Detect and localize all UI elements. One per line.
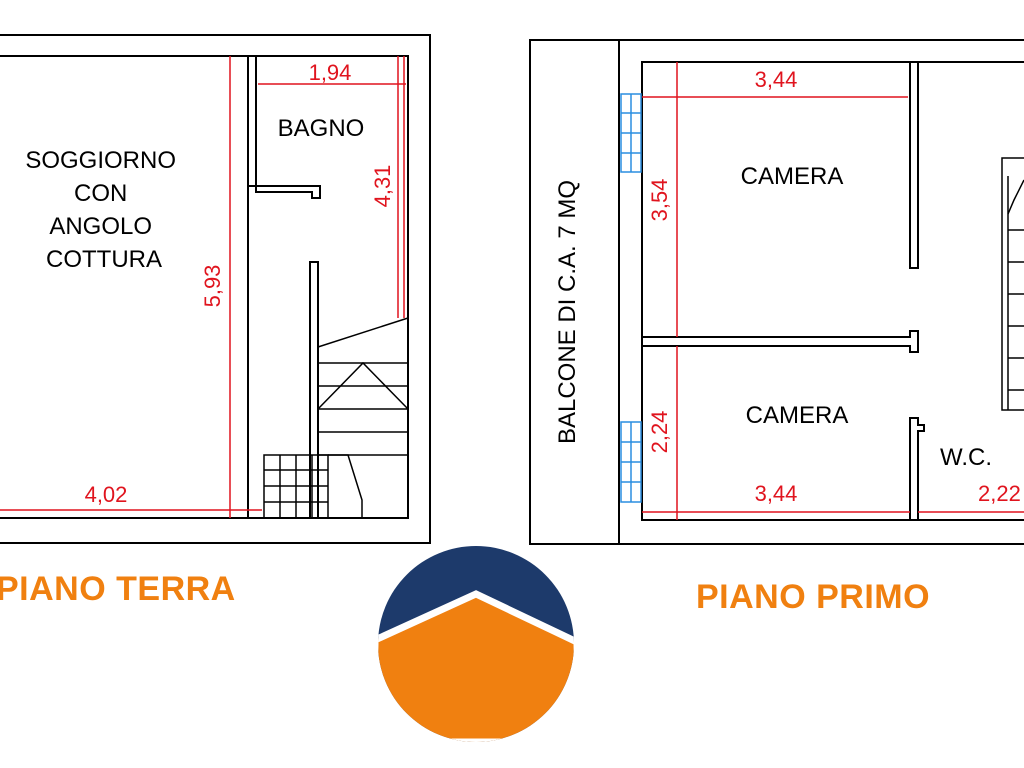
first-floor-title: PIANO PRIMO (696, 578, 931, 616)
bedroom-top-width-dimension: 3,44 (755, 67, 798, 92)
first-floor-plan (529, 39, 1024, 545)
ground-floor-plan (0, 34, 431, 544)
bath-depth-dimension: 4,31 (370, 165, 395, 208)
bedroom-top-label: CAMERA (741, 163, 844, 190)
living-depth-dimension: 5,93 (200, 265, 225, 308)
first-staircase (1001, 157, 1024, 411)
bedroom-top-depth-dimension: 3,54 (647, 179, 672, 222)
ground-inner-wall (0, 55, 409, 519)
window-top (620, 93, 642, 173)
bath-width-dimension: 1,94 (309, 60, 352, 85)
bedroom-top-right-wall (909, 62, 919, 269)
ground-floor-title: PIANO TERRA (0, 570, 236, 608)
living-room-label: SOGGIORNO CON ANGOLO COTTURA (25, 147, 182, 273)
first-dimension-lines (642, 62, 1024, 520)
ground-dimension-lines (0, 56, 406, 518)
ground-outer-wall (0, 34, 431, 544)
wc-width-dimension: 2,22 (978, 481, 1021, 506)
living-width-dimension: 4,02 (85, 482, 128, 507)
bedroom-divider-wall (642, 330, 919, 353)
bedroom-bottom-width-dimension: 3,44 (755, 481, 798, 506)
bathroom-partition-wall (247, 56, 321, 199)
bedroom-bottom-depth-dimension: 2,24 (647, 411, 672, 454)
bedroom-bottom-right-wall (909, 417, 925, 520)
bedroom-bottom-label: CAMERA (746, 402, 849, 429)
balcony-label: BALCONE DI C.A. 7 MQ (554, 180, 581, 444)
ground-staircase (263, 317, 409, 519)
first-outer-wall (529, 39, 1024, 545)
wc-label: W.C. (940, 444, 992, 471)
stair-wall (309, 261, 319, 519)
window-bottom (620, 421, 642, 503)
first-floor-windows (620, 93, 642, 503)
agency-logo (378, 546, 574, 742)
first-inner-wall (641, 61, 1024, 521)
logo-bottom-roof-shape (378, 590, 574, 742)
bathroom-label: BAGNO (278, 115, 365, 142)
